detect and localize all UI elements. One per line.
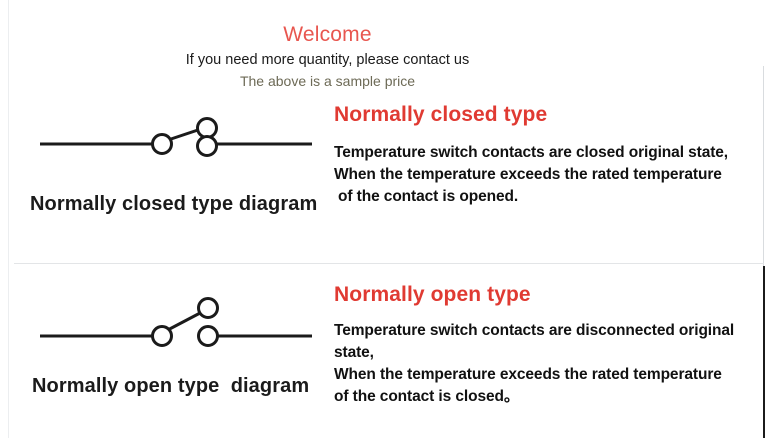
section-divider <box>14 263 764 264</box>
description-line: of the contact is closed。 <box>334 388 520 405</box>
sample-price-note: The above is a sample price <box>239 73 416 89</box>
pivot-contact-circle <box>151 133 173 155</box>
normally-closed-diagram-caption: Normally closed type diagram <box>30 193 318 215</box>
pivot-contact-circle <box>151 325 173 347</box>
normally-closed-switch-diagram <box>40 117 312 157</box>
normally-closed-diagram-column: Normally closed type diagram <box>22 92 322 216</box>
welcome-header: Welcome If you need more quantity, pleas… <box>0 22 655 91</box>
lower-contact-circle <box>196 135 218 157</box>
description-line: Temperature switch contacts are closed o… <box>334 144 728 161</box>
page-right-border-dark <box>763 266 765 438</box>
normally-closed-heading: Normally closed type <box>334 103 548 126</box>
welcome-title: Welcome <box>283 23 372 46</box>
lower-contact-circle <box>197 325 219 347</box>
upper-contact-circle <box>196 117 218 139</box>
normally-open-text-column: Normally open type Temperature switch co… <box>334 282 766 408</box>
normally-open-diagram-column: Normally open type diagram <box>22 274 322 398</box>
description-line: of the contact is opened. <box>338 188 519 205</box>
normally-open-description: Temperature switch contacts are disconne… <box>334 320 766 408</box>
page-left-border <box>8 0 9 438</box>
description-line: Temperature switch contacts are disconne… <box>334 322 735 339</box>
normally-closed-description: Temperature switch contacts are closed o… <box>334 142 766 208</box>
normally-open-heading: Normally open type <box>334 283 531 306</box>
description-line: state, <box>334 344 374 361</box>
contact-message: If you need more quantity, please contac… <box>185 52 470 68</box>
normally-open-switch-diagram <box>40 297 312 347</box>
description-line: When the temperature exceeds the rated t… <box>334 366 722 383</box>
upper-contact-circle <box>197 297 219 319</box>
page-right-border-light <box>763 66 764 266</box>
description-line: When the temperature exceeds the rated t… <box>334 166 722 183</box>
normally-closed-text-column: Normally closed type Temperature switch … <box>334 102 766 208</box>
normally-open-diagram-caption: Normally open type diagram <box>32 375 310 397</box>
